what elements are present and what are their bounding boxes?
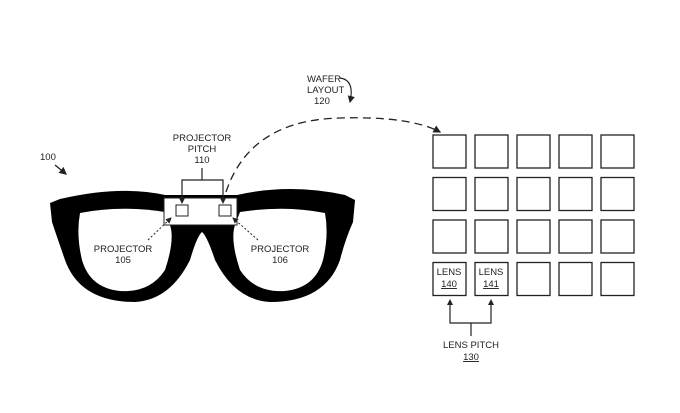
lens-141-label: LENS [479,267,504,278]
ref-100-label: 100 [40,152,56,163]
wafer-lens-cell [474,219,509,254]
wafer-lens-grid [432,134,635,297]
lens-pitch-number: 130 [463,352,479,363]
wafer-lens-cell [558,134,593,169]
wafer-layout-number: 120 [314,96,330,107]
wafer-layout-arrow [339,77,355,104]
wafer-lens-cell [516,134,551,169]
projector-106-box [218,204,232,217]
lens-140-label: LENS [437,267,462,278]
wafer-lens-cell [432,134,467,169]
projector-105-number: 105 [115,255,131,266]
wafer-lens-cell [474,134,509,169]
lens-pitch-bracket [449,304,492,324]
wafer-lens-cell [516,176,551,212]
projector-105-leader [147,217,172,241]
ref-100-arrow [54,164,68,175]
wafer-lens-cell [432,261,467,297]
wafer-lens-cell [558,176,593,212]
wafer-lens-cell [600,176,635,212]
projector-pitch-number: 110 [194,155,209,166]
eyeglasses [50,189,355,302]
wafer-layout-label: WAFER [307,74,341,85]
lens-140-number: 140 [441,279,457,290]
wafer-layout-label2: LAYOUT [307,85,345,96]
projector-106-leader [232,217,259,241]
lens-pitch-label: LENS PITCH [443,340,499,351]
projector-pitch-label2: PITCH [188,144,217,155]
wafer-lens-cell [516,261,551,297]
projector-105-label: PROJECTOR [94,244,153,255]
projector-106-number: 106 [272,255,288,266]
mapping-dashed-arrow [225,117,442,193]
wafer-lens-cell [558,261,593,297]
left-lens [78,208,172,292]
right-lens [233,208,327,292]
wafer-lens-cell [474,176,509,212]
wafer-lens-cell [432,219,467,254]
lens-141-number: 141 [483,279,499,290]
projector-pitch-label: PROJECTOR [173,133,232,144]
wafer-lens-cell [558,219,593,254]
wafer-lens-cell [600,261,635,297]
wafer-lens-cell [516,219,551,254]
projector-106-label: PROJECTOR [251,244,310,255]
wafer-lens-cell [600,219,635,254]
wafer-lens-cell [474,261,509,297]
projector-105-box [175,204,189,217]
wafer-lens-cell [432,176,467,212]
wafer-lens-cell [600,134,635,169]
